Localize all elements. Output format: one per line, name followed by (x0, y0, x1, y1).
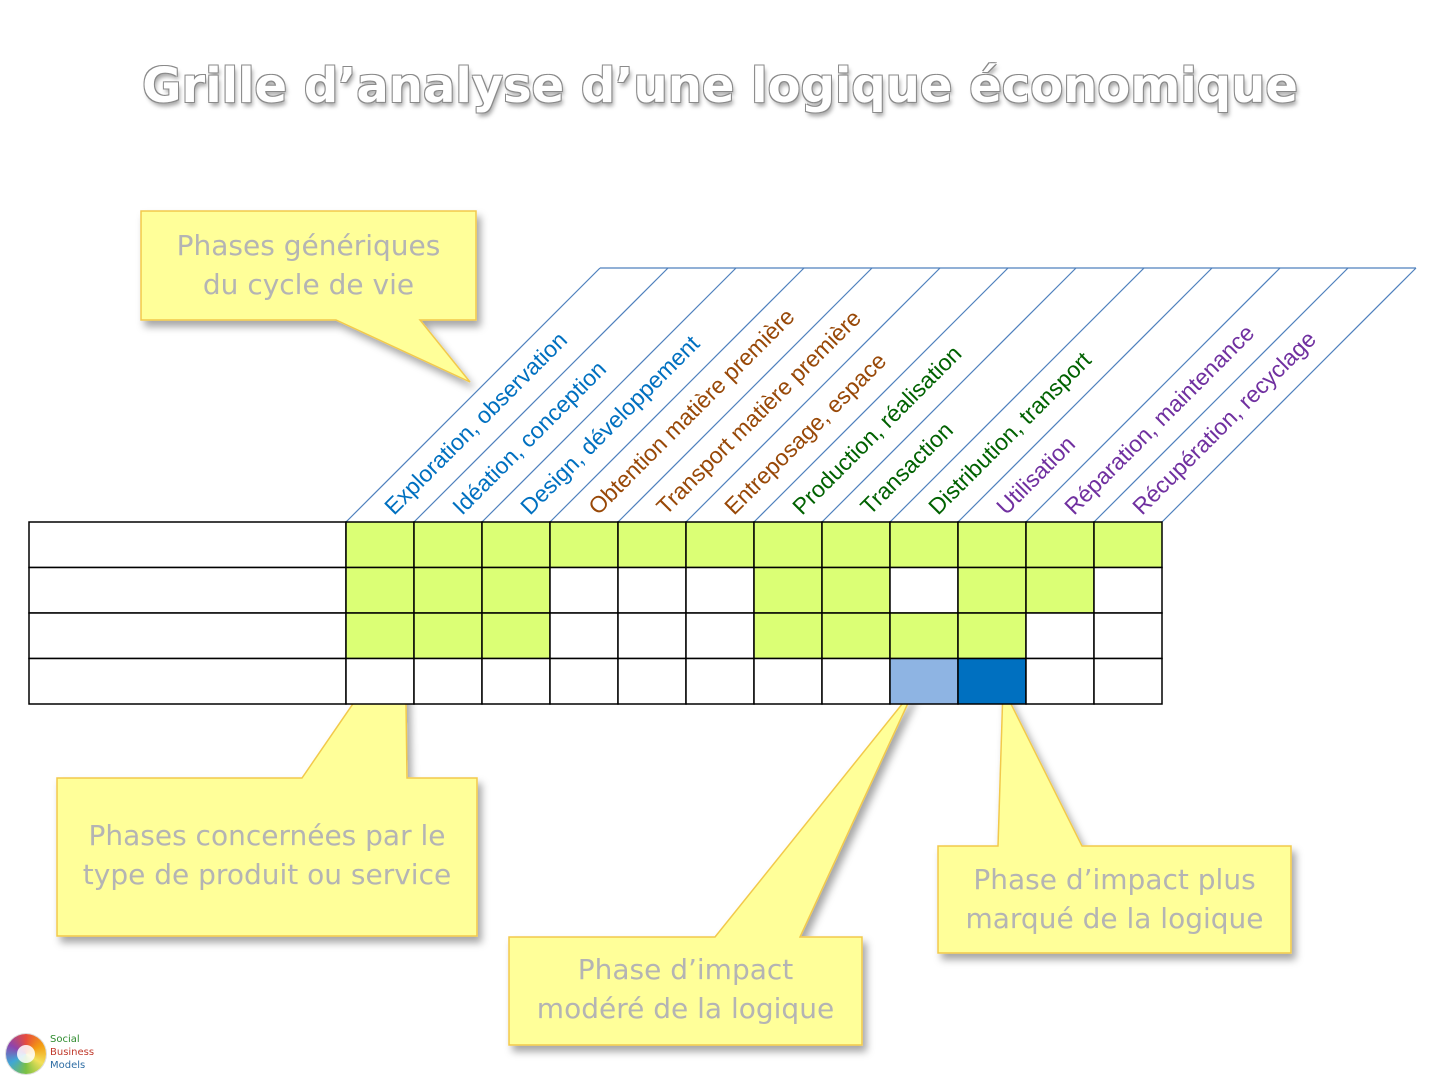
grid-cell-concerned (1025, 521, 1095, 569)
grid-cell-empty (345, 657, 415, 705)
grid-cell-concerned (413, 521, 483, 569)
grid-cell-empty (549, 612, 619, 660)
grid-cell-empty (1025, 612, 1095, 660)
row-label-cell (28, 521, 347, 569)
grid-cell-moderate (889, 657, 959, 705)
callout-concerned-text: Phases concernées par le type de produit… (57, 816, 477, 894)
grid-cell-concerned (957, 521, 1027, 569)
callout-strong-text: Phase d’impact plus marqué de la logique (938, 860, 1291, 938)
grid-cell-empty (617, 566, 687, 614)
grid-cell-empty (1093, 612, 1163, 660)
callout-concerned-phases (56, 625, 478, 937)
row-label-cell (28, 612, 347, 660)
grid-cell-concerned (345, 566, 415, 614)
phase-grid (28, 521, 1163, 705)
callout-strong-line1: Phase d’impact plus (973, 863, 1256, 896)
grid-cell-concerned (957, 612, 1027, 660)
grid-cell-strong (957, 657, 1027, 705)
grid-cell-empty (685, 612, 755, 660)
grid-cell-empty (1025, 657, 1095, 705)
header-divider-line (617, 267, 873, 523)
grid-cell-concerned (345, 521, 415, 569)
grid-cell-concerned (753, 612, 823, 660)
grid-cell-empty (617, 612, 687, 660)
grid-cell-concerned (617, 521, 687, 569)
logo-line-2: Business (50, 1047, 95, 1058)
callout-generic-phases (140, 210, 477, 383)
callout-generic-text: Phases génériques du cycle de vie (141, 226, 476, 304)
row-label-cell (28, 657, 347, 705)
grid-cell-concerned (1025, 566, 1095, 614)
header-divider-line (1093, 267, 1349, 523)
social-business-models-logo: Social Business Models (6, 1032, 116, 1076)
grid-cell-empty (549, 657, 619, 705)
callout-generic-line2: du cycle de vie (202, 268, 415, 302)
grid-cell-concerned (821, 612, 891, 660)
grid-cell-empty (617, 657, 687, 705)
callout-moderate-text: Phase d’impact modéré de la logique (509, 950, 862, 1028)
callout-moderate-impact (508, 687, 916, 1046)
grid-cell-concerned (413, 612, 483, 660)
callout-strong-line2: marqué de la logique (965, 902, 1264, 936)
header-divider-line (889, 267, 1145, 523)
logo-line-3: Models (50, 1060, 86, 1071)
header-divider-line (685, 267, 941, 523)
header-divider-line (753, 267, 1009, 523)
grid-cell-empty (413, 657, 483, 705)
grid-cell-empty (1093, 657, 1163, 705)
page-title: Grille d’analyse d’une logique économiqu… (142, 58, 1298, 114)
grid-cell-concerned (753, 521, 823, 569)
header-divider-line (1025, 267, 1281, 523)
grid-cell-concerned (345, 612, 415, 660)
grid-cell-concerned (821, 566, 891, 614)
header-divider-line (821, 267, 1077, 523)
grid-cell-concerned (889, 612, 959, 660)
header-divider-line (549, 267, 805, 523)
logo-line-1: Social (50, 1034, 80, 1045)
callout-strong-impact (937, 687, 1292, 954)
grid-cell-empty (1093, 566, 1163, 614)
grid-cell-concerned (481, 612, 551, 660)
callout-moderate-line1: Phase d’impact (577, 953, 794, 986)
callout-concerned-line1: Phases concernées par le (88, 819, 446, 852)
grid-cell-concerned (685, 521, 755, 569)
grid-cell-empty (549, 566, 619, 614)
grid-cell-concerned (821, 521, 891, 569)
header-divider-line (413, 267, 669, 523)
header-divider-line (481, 267, 737, 523)
row-label-cell (28, 566, 347, 614)
grid-cell-concerned (481, 521, 551, 569)
header-divider-line (345, 267, 601, 523)
grid-cell-concerned (753, 566, 823, 614)
callout-generic-line1: Phases génériques (176, 229, 441, 262)
grid-cell-concerned (413, 566, 483, 614)
logo-color-wheel-icon (6, 1034, 46, 1074)
header-divider-line (957, 267, 1213, 523)
grid-cell-concerned (889, 521, 959, 569)
grid-cell-concerned (549, 521, 619, 569)
callout-moderate-line2: modéré de la logique (536, 992, 835, 1026)
grid-cell-empty (821, 657, 891, 705)
callout-concerned-line2: type de produit ou service (82, 858, 452, 892)
grid-cell-empty (481, 657, 551, 705)
grid-cell-empty (685, 657, 755, 705)
grid-cell-concerned (957, 566, 1027, 614)
grid-cell-empty (685, 566, 755, 614)
header-divider-line (1161, 267, 1417, 523)
grid-cell-empty (753, 657, 823, 705)
grid-cell-concerned (1093, 521, 1163, 569)
grid-cell-concerned (481, 566, 551, 614)
grid-cell-empty (889, 566, 959, 614)
